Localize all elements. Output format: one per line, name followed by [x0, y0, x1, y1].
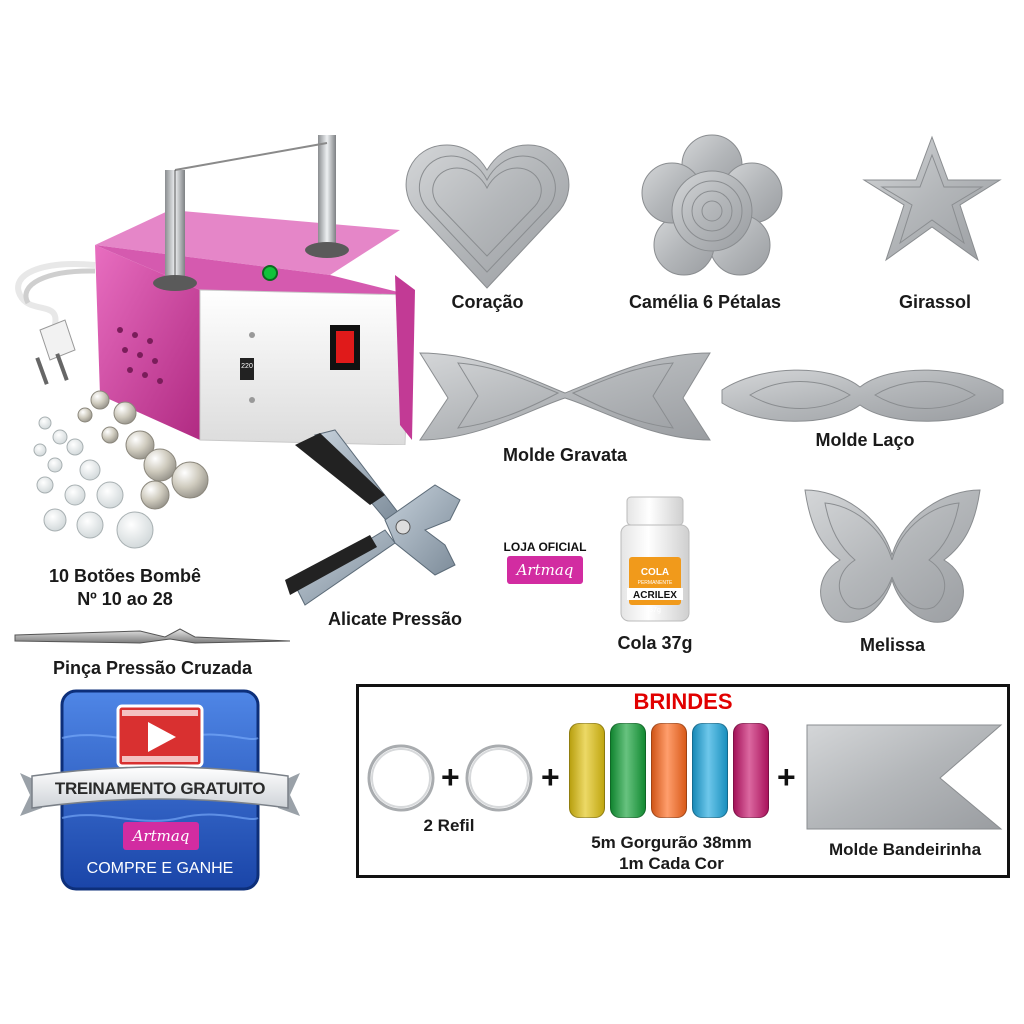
alicate-label: Alicate Pressão	[327, 609, 463, 629]
store-badge-label: LOJA OFICIAL	[503, 540, 587, 554]
camelia-mold-image	[640, 133, 785, 288]
botoes-label-line1: 10 Botões Bombê	[48, 566, 202, 586]
refil-label: 2 Refil	[423, 816, 475, 835]
gifts-box: BRINDES + 2 Refil + 5m Gorgurão 38mm 1m …	[356, 684, 1010, 878]
bombe-buttons-image	[15, 385, 225, 565]
refil-ring-icon	[463, 742, 535, 814]
video-play-icon	[116, 704, 204, 768]
cola-label: Cola 37g	[617, 633, 693, 653]
gravata-label: Molde Gravata	[502, 445, 628, 465]
laco-mold-image	[720, 365, 1005, 430]
ribbon-roll	[733, 723, 769, 818]
ribbon-roll	[569, 723, 605, 818]
plus-sign-3: +	[777, 759, 796, 795]
girassol-label: Girassol	[898, 292, 972, 312]
gravata-mold-image	[418, 348, 713, 443]
ribbon-rolls	[569, 723, 774, 818]
store-badge: LOJA OFICIAL Artmaq	[490, 540, 600, 590]
plus-sign-1: +	[441, 759, 460, 795]
training-badge[interactable]: TREINAMENTO GRATUITO Artmaq COMPRE E GAN…	[20, 688, 300, 893]
coracao-label: Coração	[451, 292, 524, 312]
store-brand-logo: Artmaq	[507, 556, 583, 584]
pliers-image	[285, 425, 465, 610]
training-cta[interactable]: COMPRE E GANHE	[86, 860, 234, 877]
jar-brand: ACRILEX	[633, 590, 677, 601]
voltage-label: 220	[241, 363, 253, 370]
gifts-title: BRINDES	[633, 689, 733, 714]
training-title: TREINAMENTO GRATUITO	[54, 779, 266, 798]
heart-mold-image	[405, 140, 570, 290]
jar-label-line1: COLA	[641, 567, 669, 578]
bandeirinha-label: Molde Bandeirinha	[828, 840, 982, 859]
ribbon-label-line2: 1m Cada Cor	[619, 854, 724, 873]
botoes-label-line2: Nº 10 ao 28	[77, 589, 173, 609]
glue-jar: COLA PERMANENTE ACRILEX 37g	[615, 495, 695, 625]
plus-sign-2: +	[541, 759, 560, 795]
pinca-label: Pinça Pressão Cruzada	[52, 658, 253, 678]
camelia-label: Camélia 6 Pétalas	[628, 292, 782, 312]
ribbon-label-line1: 5m Gorgurão 38mm	[591, 833, 752, 852]
jar-weight: 37g	[649, 607, 661, 614]
ribbon-roll	[610, 723, 646, 818]
tweezers-image	[10, 625, 295, 650]
training-brand-logo: Artmaq	[123, 822, 199, 850]
ribbon-roll	[692, 723, 728, 818]
bandeirinha-mold-image	[805, 723, 1005, 831]
melissa-label: Melissa	[859, 635, 926, 655]
girassol-mold-image	[860, 135, 1005, 265]
refil-ring-icon	[365, 742, 437, 814]
melissa-mold-image	[800, 485, 985, 630]
jar-label-line2: PERMANENTE	[638, 580, 673, 586]
laco-label: Molde Laço	[815, 430, 915, 450]
cutting-machine: 220	[0, 125, 420, 445]
ribbon-roll	[651, 723, 687, 818]
